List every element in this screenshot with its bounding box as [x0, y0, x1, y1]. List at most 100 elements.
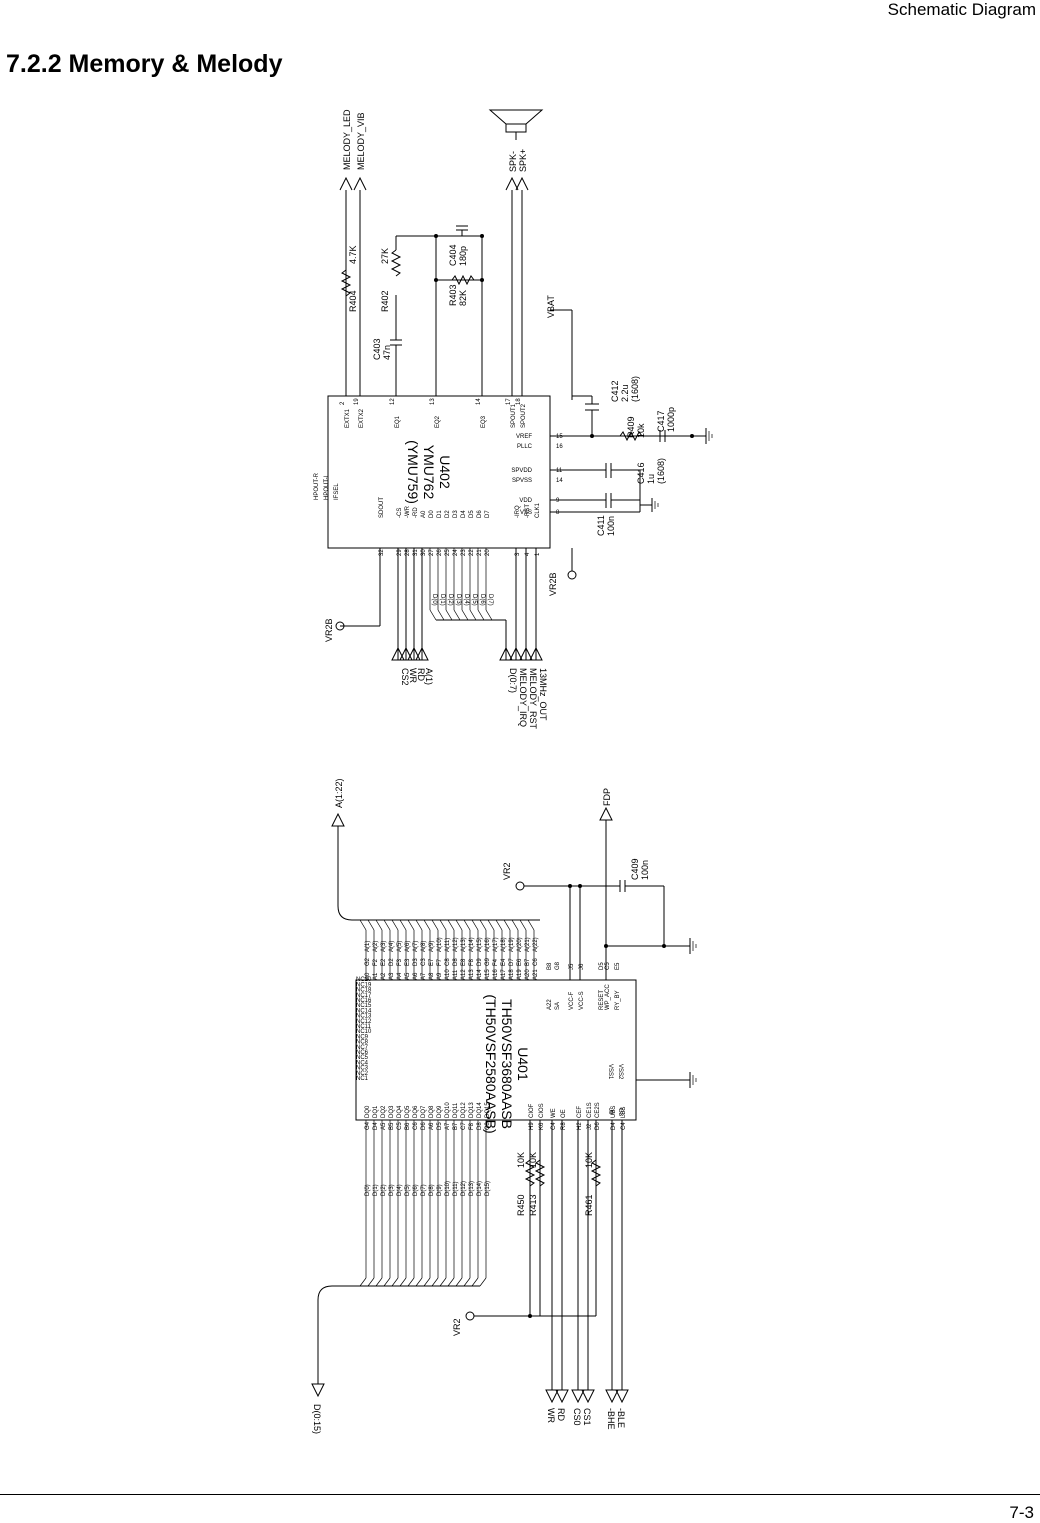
- u401-nc-pin: NC14: [356, 1008, 372, 1014]
- d-tap-label: D(6): [479, 594, 485, 606]
- d16-tap-label: D(14): [477, 1181, 483, 1196]
- u401-dq-pin: DQ2: [381, 1105, 387, 1118]
- u402-pin-name: D3: [453, 510, 459, 518]
- u401-ball-id: E6: [517, 958, 523, 966]
- u401-part: TH50VSF3680AASB: [499, 999, 515, 1129]
- u402-melody-ic: U402 YMU762 (YMU759) EXTX12EXTX219EQ112E…: [314, 395, 563, 556]
- d-bus-port: [311, 1383, 325, 1398]
- u402-pin-name: VREF: [516, 434, 532, 440]
- u401-misc-pin: WP_ACC: [605, 984, 611, 1010]
- u401-addr-pin: A14: [477, 969, 483, 980]
- d-tap-label: D(5): [471, 594, 477, 606]
- net-fdp: FDP: [602, 788, 612, 806]
- u402-pin-name: D2: [445, 510, 451, 518]
- u401-addr-pin: A0: [365, 972, 371, 980]
- c403-value: 47n: [382, 345, 392, 360]
- net-cs0: CS0: [572, 1408, 582, 1426]
- address-net-label: A(22): [533, 937, 539, 952]
- net-melody-led: MELODY_LED: [342, 109, 352, 170]
- u402-pin-number: 8: [556, 510, 560, 516]
- u401-nc-pin: NC5: [356, 1055, 369, 1061]
- u402-pin-name: EQ2: [435, 415, 441, 428]
- d16-tap-label: D(13): [469, 1181, 475, 1196]
- u401-addr-pin: A18: [509, 969, 515, 980]
- c412-ref: C412: [610, 380, 620, 402]
- u402-alt-part: (YMU759): [405, 440, 421, 504]
- u401-misc-pin: A22: [547, 999, 553, 1010]
- fdp-port: [599, 806, 613, 821]
- u402-pin-name: D0: [429, 510, 435, 518]
- u401-ctrl-pin: CIOS: [539, 1103, 545, 1118]
- u401-addr-pin: A19: [517, 969, 523, 980]
- u401-addr-pin: A1: [373, 972, 379, 980]
- net-spk-minus: SPK-: [508, 151, 518, 172]
- r413-value: 10K: [528, 1152, 538, 1168]
- u402-pin-number: 30: [421, 549, 427, 556]
- address-net-label: A(4): [389, 941, 395, 952]
- d16-tap-label: D(1): [373, 1184, 379, 1196]
- c416-ref: C416: [636, 462, 646, 484]
- u401-misc-pin: VCC-S: [579, 991, 585, 1010]
- address-net-label: A(6): [405, 941, 411, 952]
- u401-nc-pin: NC4: [356, 1060, 369, 1066]
- u401-ball-id: D5: [437, 1122, 443, 1130]
- melody-vib-port: [353, 176, 367, 191]
- r409-value: 10k: [636, 423, 646, 438]
- net-vr2b-left: VR2B: [324, 618, 334, 642]
- net-rd-top: RD: [416, 668, 426, 681]
- u401-ball-id: J5: [569, 963, 575, 970]
- u401-nc-pin: NC8: [356, 1040, 369, 1046]
- u401-ball-id: D4: [373, 1122, 379, 1130]
- u402-pin-number: 29: [397, 549, 403, 556]
- vr2-supply-node-bottom: [465, 1311, 475, 1321]
- address-net-label: A(7): [413, 941, 419, 952]
- footer-rule: [0, 1494, 1040, 1495]
- u402-pin-number: 1: [535, 552, 541, 556]
- u401-addr-pin: A21: [533, 969, 539, 980]
- u401-nc-pin: NC17: [356, 993, 372, 999]
- u401-ball-id: K6: [539, 1122, 545, 1130]
- u401-dq-pin: DQ5: [405, 1105, 411, 1118]
- net-rd-bottom: RD: [556, 1408, 566, 1421]
- spk-plus-port: [515, 176, 529, 191]
- d16-tap-label: D(7): [421, 1184, 427, 1196]
- u401-ball-id: F8: [469, 958, 475, 966]
- resistor-r409: [619, 430, 643, 442]
- u401-ball-id: G4: [365, 1121, 371, 1130]
- a-bus-port: [331, 812, 345, 827]
- u402-pin-name: -RD: [413, 507, 419, 518]
- address-net-label: A(8): [421, 941, 427, 952]
- u401-nc-pin: NC20: [356, 977, 372, 983]
- u401-addr-pin: A2: [381, 972, 387, 980]
- u401-ball-id: B7: [453, 1122, 459, 1130]
- u402-pin-number: 28: [405, 549, 411, 556]
- resistor-r403: [451, 274, 475, 286]
- u402-pin-name: -IRQ: [515, 505, 521, 518]
- d16-tap-label: D(4): [397, 1184, 403, 1196]
- u401-body: [355, 979, 637, 1121]
- u402-pin-number: 16: [556, 444, 563, 450]
- u401-ball-id: D7: [509, 958, 515, 966]
- u401-ball-id: J6: [579, 963, 585, 970]
- u401-nc-pin: NC18: [356, 988, 372, 994]
- u402-pin-name: A0: [421, 510, 427, 518]
- u401-ball-id: G2: [365, 957, 371, 966]
- d-tap-label: D(1): [439, 594, 445, 606]
- u401-ball-id: C4: [621, 1122, 627, 1130]
- u402-pin-number: 27: [429, 549, 435, 556]
- u402-pin-number: 18: [516, 398, 522, 405]
- d16-tap-label: D(2): [381, 1184, 387, 1196]
- u401-ball-id: D3: [413, 958, 419, 966]
- u401-external-nets: A(1:22) D(0:15) D(0)D(1)D(2)D(3)D(4)D(5)…: [311, 778, 697, 1434]
- u401-ctrl-pin: CIOF: [529, 1103, 535, 1118]
- u401-addr-pin: A15: [485, 969, 491, 980]
- net-13mhz-out: 13MHz_OUT: [538, 668, 548, 721]
- net-melody-vib: MELODY_VIB: [356, 112, 366, 170]
- c404-value: 180p: [458, 246, 468, 266]
- u401-memory-ic: U401 TH50VSF3680AASB (TH50VSF2580AASB) D…: [355, 919, 637, 1160]
- net-spk-plus: SPK+: [518, 149, 528, 172]
- u402-pin-number: 24: [453, 549, 459, 556]
- u402-pin-number: 26: [437, 549, 443, 556]
- r403-ref: R403: [448, 284, 458, 306]
